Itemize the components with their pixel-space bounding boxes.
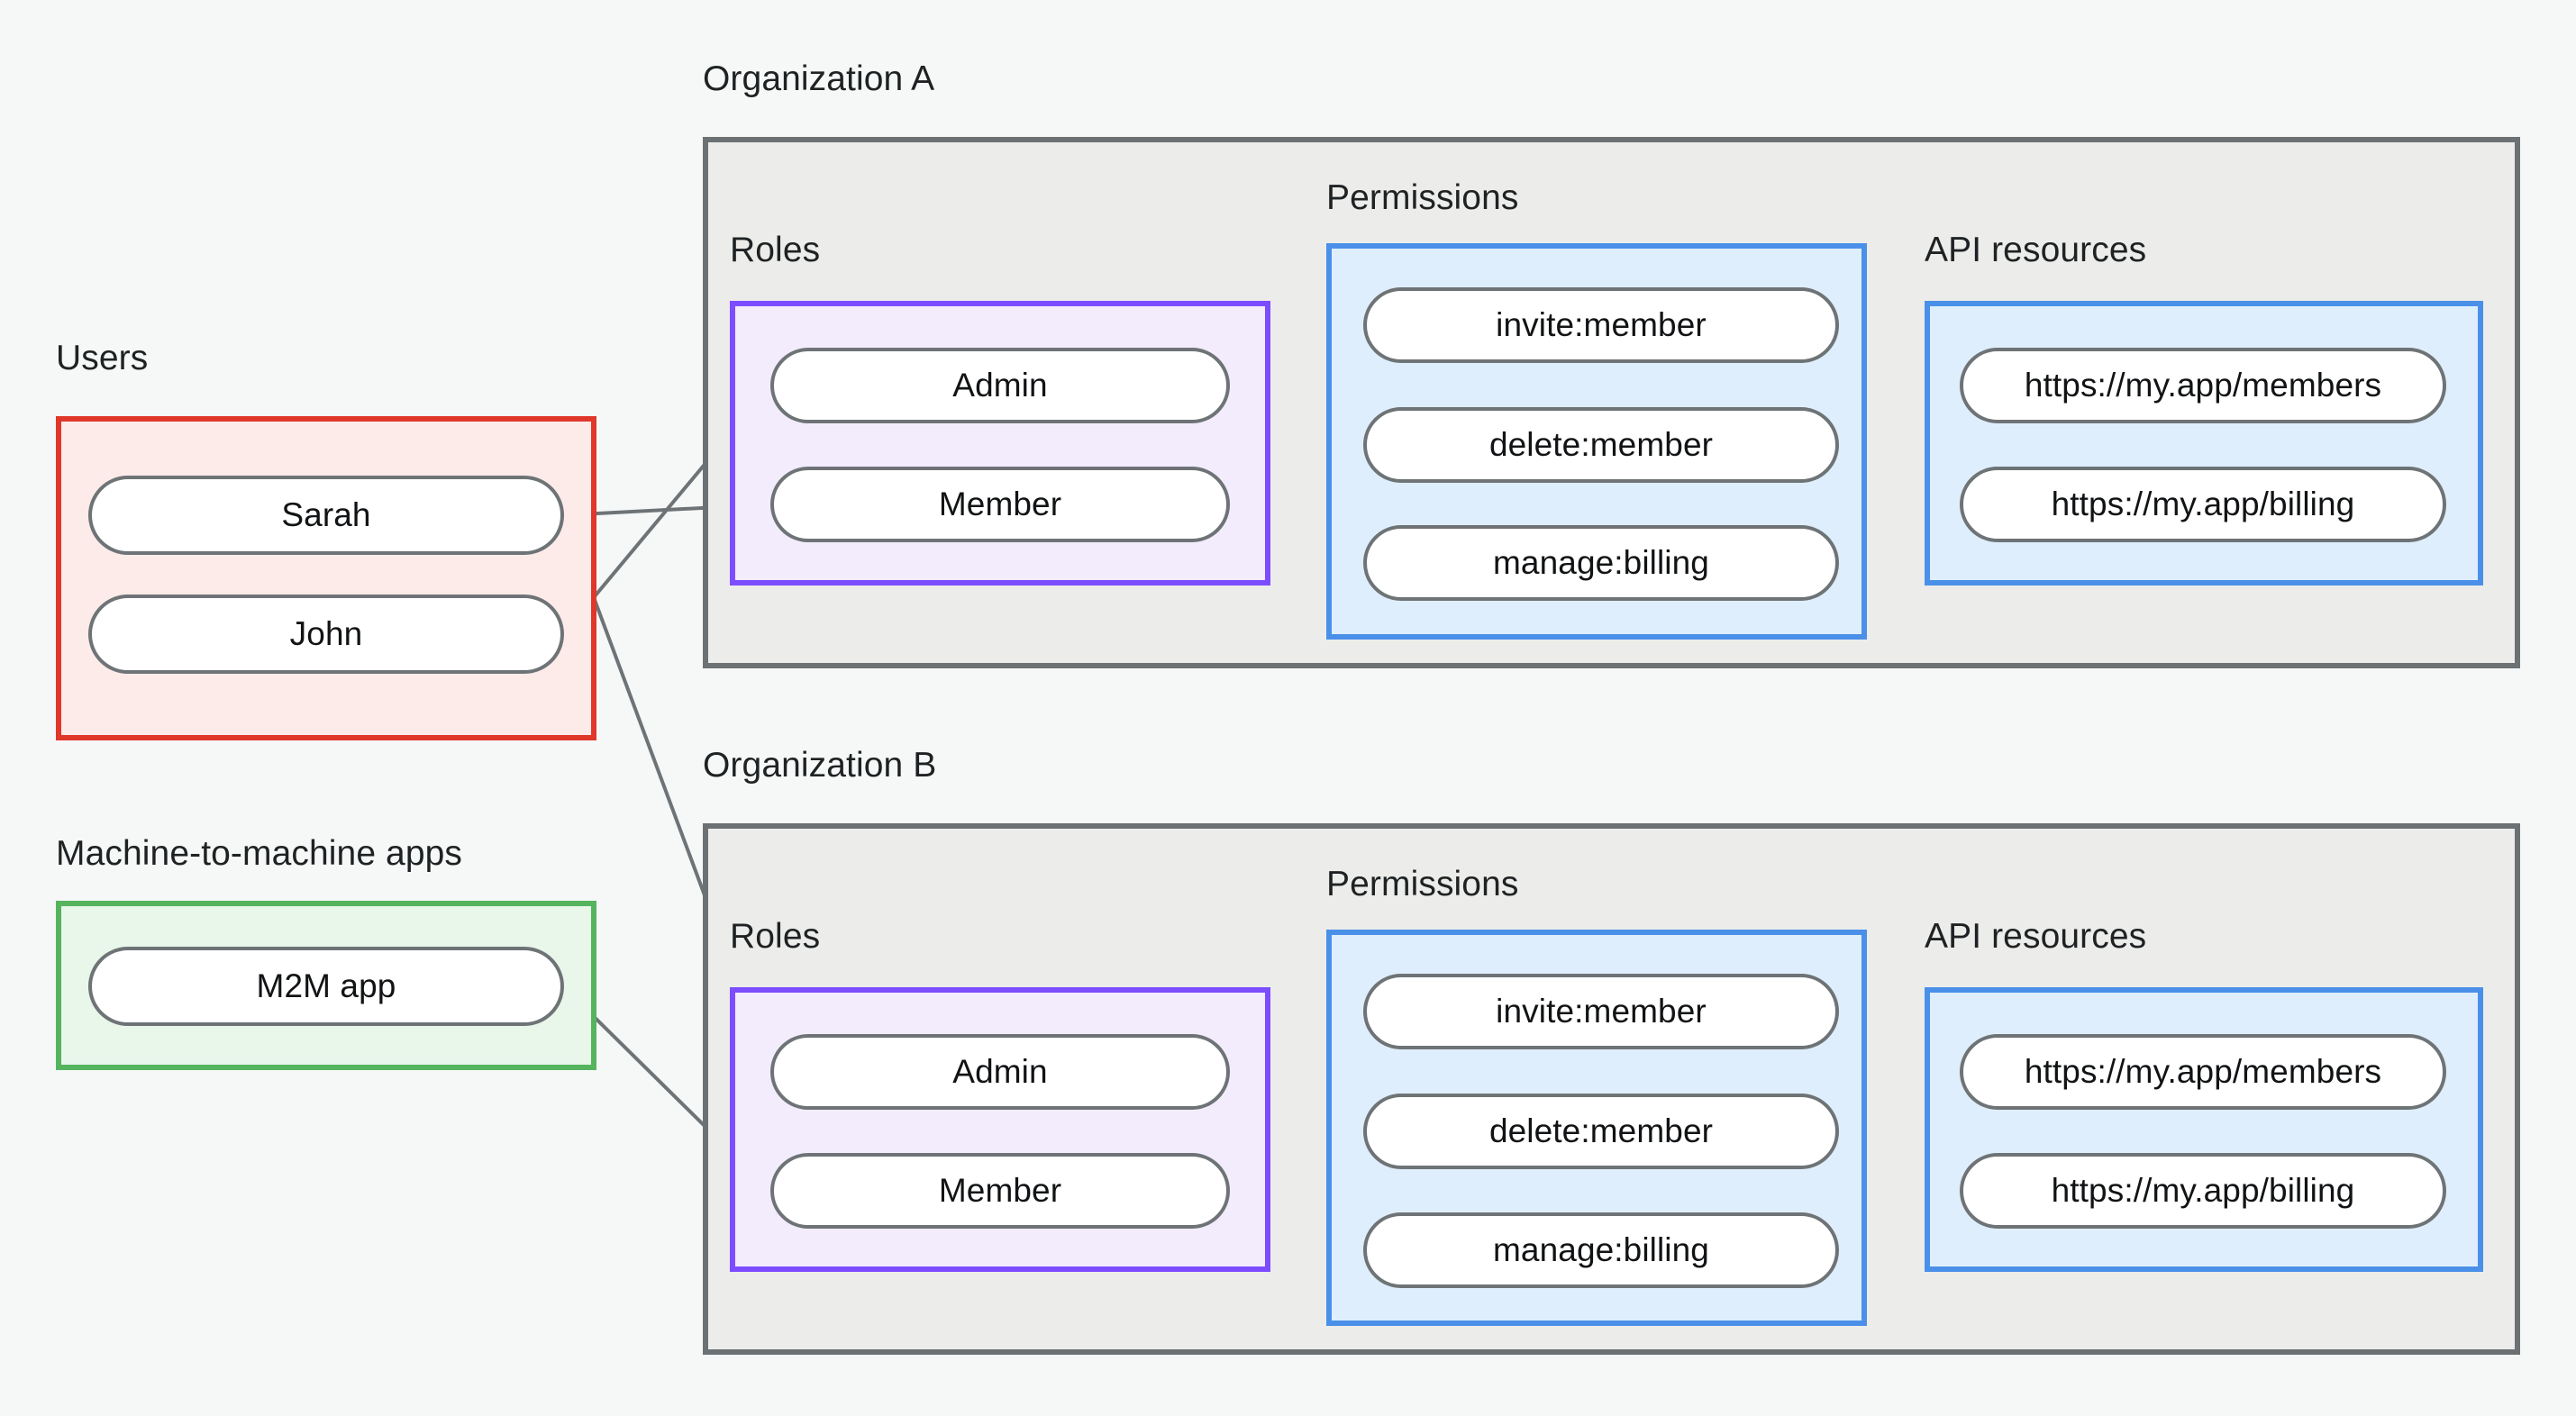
m2m-apps-caption: Machine-to-machine apps — [56, 834, 463, 873]
role-node-b-admin[interactable]: Admin — [770, 1034, 1230, 1110]
organization-a-caption: Organization A — [703, 59, 935, 98]
organization-b-caption: Organization B — [703, 746, 937, 785]
users-caption: Users — [56, 339, 149, 377]
api-resources-a-group-box — [1925, 301, 2483, 585]
permission-node-a-invite[interactable]: invite:member — [1363, 287, 1839, 363]
role-node-b-member[interactable]: Member — [770, 1153, 1230, 1229]
api-resource-node-a-members[interactable]: https://my.app/members — [1960, 348, 2446, 423]
permission-node-a-manage[interactable]: manage:billing — [1363, 525, 1839, 601]
permission-node-b-invite[interactable]: invite:member — [1363, 974, 1839, 1049]
user-node-john[interactable]: John — [88, 595, 564, 674]
api-resources-a-caption: API resources — [1925, 231, 2147, 269]
users-group-box — [56, 416, 596, 740]
permissions-a-caption: Permissions — [1326, 178, 1519, 217]
m2m-node-app[interactable]: M2M app — [88, 947, 564, 1026]
permission-node-b-delete[interactable]: delete:member — [1363, 1094, 1839, 1169]
api-resource-node-b-members[interactable]: https://my.app/members — [1960, 1034, 2446, 1110]
roles-b-caption: Roles — [730, 917, 821, 956]
role-node-a-member[interactable]: Member — [770, 467, 1230, 542]
permission-node-b-manage[interactable]: manage:billing — [1363, 1212, 1839, 1288]
api-resources-b-caption: API resources — [1925, 917, 2147, 956]
user-node-sarah[interactable]: Sarah — [88, 476, 564, 555]
roles-a-group-box — [730, 301, 1270, 585]
permissions-b-caption: Permissions — [1326, 865, 1519, 903]
api-resources-b-group-box — [1925, 987, 2483, 1272]
permission-node-a-delete[interactable]: delete:member — [1363, 407, 1839, 483]
api-resource-node-a-billing[interactable]: https://my.app/billing — [1960, 467, 2446, 542]
role-node-a-admin[interactable]: Admin — [770, 348, 1230, 423]
api-resource-node-b-billing[interactable]: https://my.app/billing — [1960, 1153, 2446, 1229]
roles-a-caption: Roles — [730, 231, 821, 269]
roles-b-group-box — [730, 987, 1270, 1272]
